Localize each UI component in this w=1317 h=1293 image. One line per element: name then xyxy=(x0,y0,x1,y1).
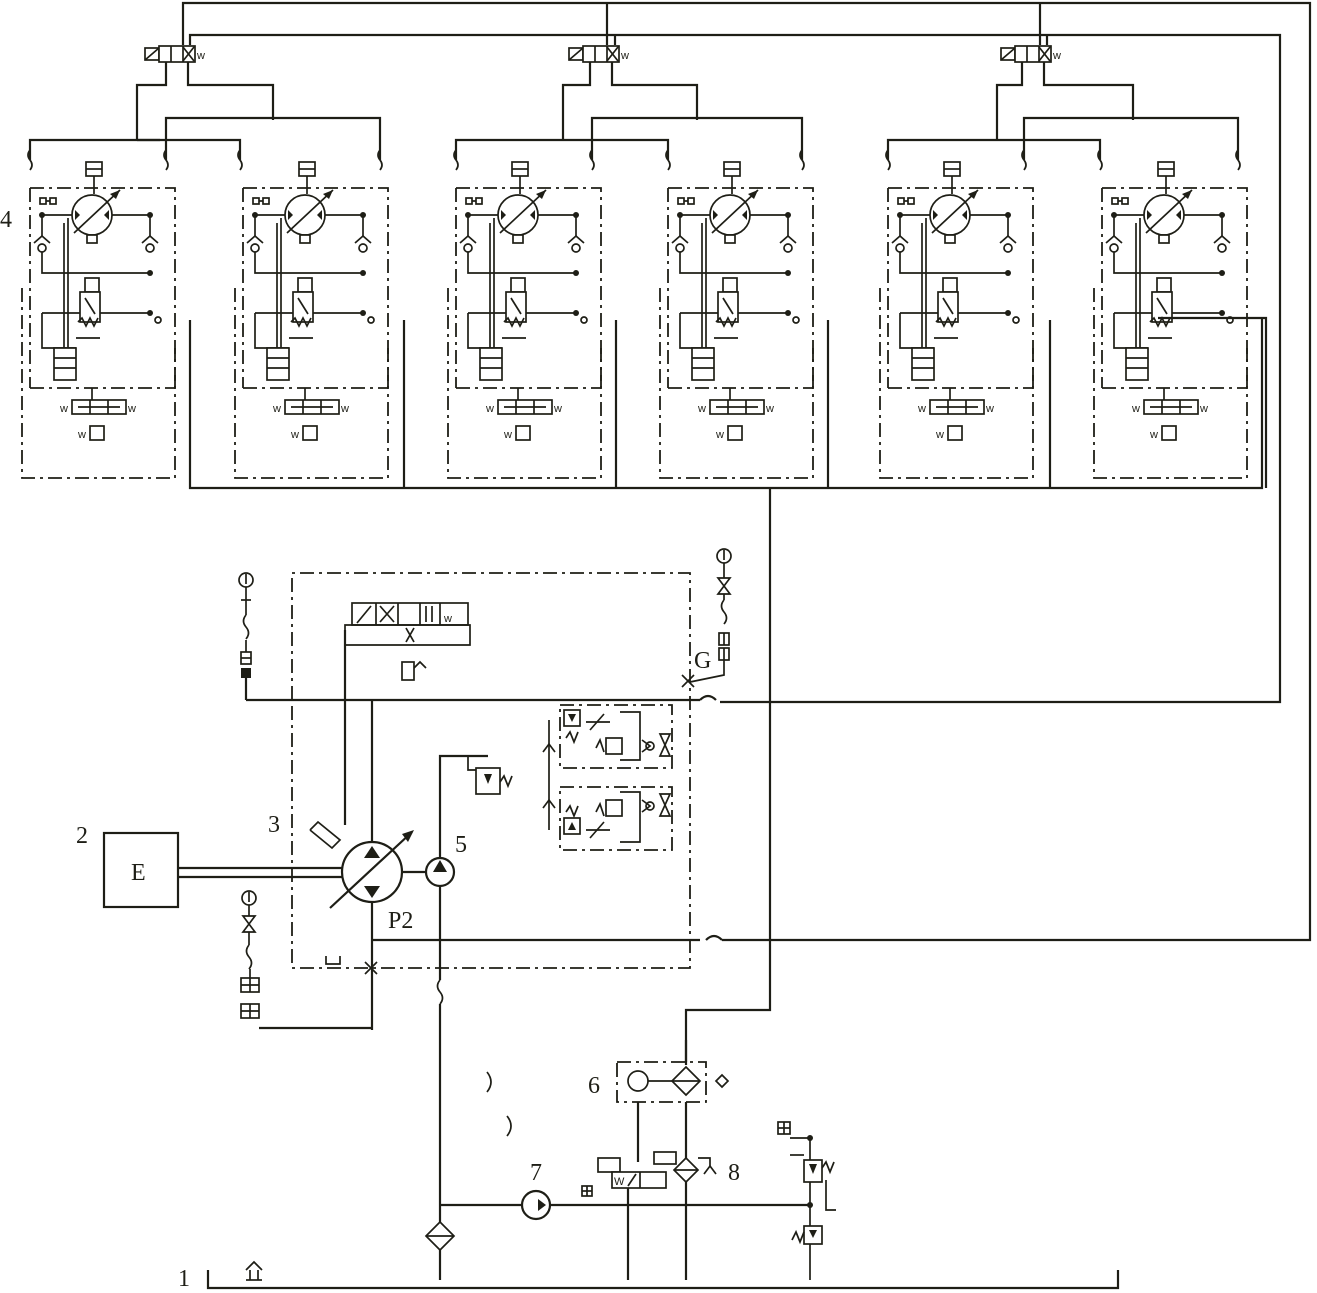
label-8: 8 xyxy=(728,1160,740,1186)
svg-text:w: w xyxy=(620,50,629,62)
filter-unit xyxy=(616,1040,730,1162)
shuttle-check-valves xyxy=(542,720,556,830)
right-relief-valves xyxy=(777,1121,836,1280)
relief-valve-block-lower xyxy=(559,786,673,851)
reference-labels: 2 3 4 5 6 7 8 1 P2 xyxy=(0,207,740,1292)
label-5: 5 xyxy=(455,832,467,858)
pressure-gauge-lower xyxy=(240,890,372,1030)
label-6: 6 xyxy=(588,1073,600,1099)
crossover-lines xyxy=(28,116,1240,160)
label-2: 2 xyxy=(76,823,88,849)
motor-unit-2 xyxy=(234,161,389,479)
pump-assembly-frame xyxy=(291,572,691,969)
pressure-gauge-left xyxy=(238,572,254,700)
svg-text:w: w xyxy=(443,613,452,625)
group-solenoid-valve-1: w xyxy=(135,45,275,140)
gauge-port-label: G xyxy=(694,648,711,674)
suction-filter xyxy=(424,1205,456,1280)
group-solenoid-valve-2: w xyxy=(561,45,699,140)
motor-unit-1 xyxy=(21,161,176,479)
charge-pump xyxy=(424,856,456,1205)
tank xyxy=(206,1260,1120,1290)
svg-text:w: w xyxy=(1052,50,1061,62)
aux-pump xyxy=(440,1185,810,1221)
top-manifold-lines xyxy=(181,1,1312,942)
engine: E xyxy=(102,831,342,909)
engine-label: E xyxy=(131,860,146,886)
cooler-valve-group: W xyxy=(597,1151,717,1280)
pump-feed-lines xyxy=(246,674,723,975)
pump-code-label: P2 xyxy=(388,908,413,934)
pressure-gauge-g: G xyxy=(689,548,732,683)
motor-unit-4 xyxy=(659,161,814,479)
motor-unit-6 xyxy=(1093,161,1248,479)
drain-collector xyxy=(188,316,1268,1065)
label-3: 3 xyxy=(268,812,280,838)
label-4: 4 xyxy=(0,207,12,233)
svg-text:W: W xyxy=(614,1176,625,1188)
hose-ends xyxy=(27,149,1241,171)
main-pump xyxy=(309,820,426,1030)
group-solenoid-valve-3: w xyxy=(995,45,1135,140)
label-7: 7 xyxy=(530,1160,542,1186)
relief-valve-block-upper xyxy=(559,704,673,769)
label-1: 1 xyxy=(178,1266,190,1292)
pump-control-valve: w xyxy=(343,602,471,825)
breather-marks xyxy=(486,1071,512,1137)
motor-unit-5 xyxy=(879,161,1034,479)
charge-relief-valve xyxy=(438,754,513,860)
motor-unit-3 xyxy=(447,161,602,479)
svg-text:w: w xyxy=(196,50,205,62)
